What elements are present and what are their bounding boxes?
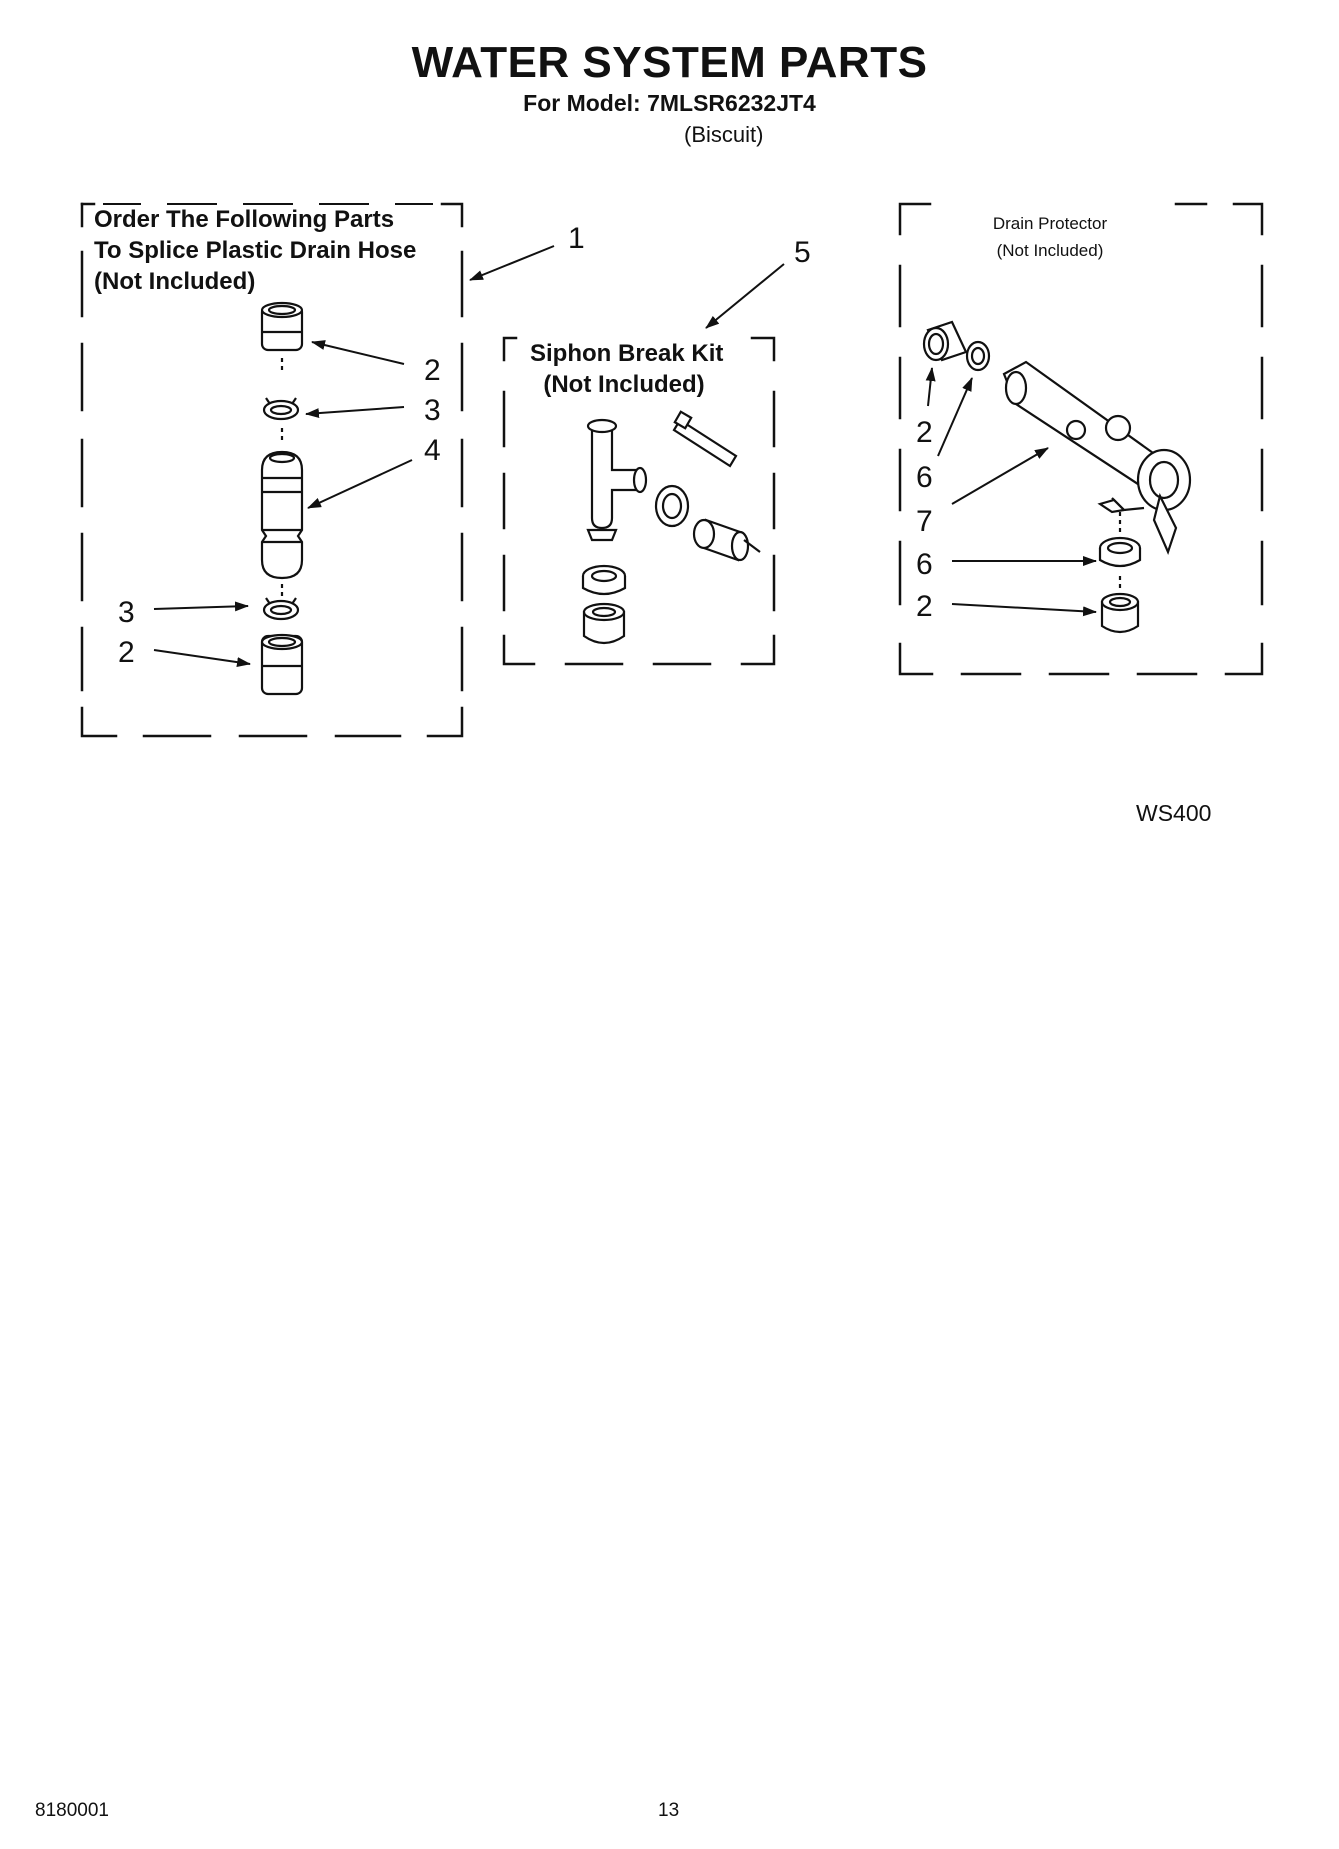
leader-arrows	[153, 245, 1097, 668]
siphon-adapter	[692, 518, 761, 562]
document-number: 8180001	[35, 1800, 109, 1821]
diagram-code: WS400	[1136, 800, 1212, 826]
siphon-tee	[586, 418, 648, 530]
siphon-kit-frame	[502, 336, 776, 666]
splice-kit-parts	[260, 301, 304, 696]
callout-2-splice-top: 2	[424, 354, 441, 387]
callout-7-dp: 7	[916, 505, 933, 538]
callout-4-splice: 4	[424, 434, 441, 467]
siphon-kit-parts	[581, 410, 761, 645]
callout-2-splice-bottom: 2	[118, 636, 135, 669]
hose-connector-top	[260, 301, 304, 352]
siphon-bottom-connector	[582, 602, 626, 645]
color-variant: (Biscuit)	[684, 122, 764, 147]
splice-kit-title: Order The Following Parts To Splice Plas…	[94, 206, 417, 295]
siphon-ring	[581, 564, 627, 596]
callout-1: 1	[568, 222, 585, 255]
callout-6-dp-top: 6	[916, 461, 933, 494]
splice-kit-frame	[80, 202, 464, 738]
drain-protector-title: Drain Protector (Not Included)	[960, 210, 1140, 264]
callout-2-dp-bottom: 2	[916, 590, 933, 623]
hose-coupler	[260, 450, 304, 580]
dp-connector-bottom	[1100, 592, 1140, 634]
siphon-kit-title: Siphon Break Kit (Not Included)	[530, 340, 724, 398]
page-title: WATER SYSTEM PARTS	[411, 38, 928, 87]
page-number: 13	[658, 1800, 680, 1821]
drain-protector-frame	[898, 202, 1264, 676]
callout-6-dp-bottom: 6	[916, 548, 933, 581]
callout-5: 5	[794, 236, 811, 269]
drain-protector-body	[1002, 360, 1192, 556]
model-subtitle: For Model: 7MLSR6232JT4	[523, 90, 816, 116]
callout-3-splice-top: 3	[424, 394, 441, 427]
hose-clamp-bottom	[262, 597, 300, 621]
drain-protector-note: (Not Included)	[996, 241, 1104, 260]
hose-clamp-top	[262, 397, 300, 421]
drain-protector-label: Drain Protector	[992, 214, 1108, 233]
dp-clamp-bottom	[1098, 536, 1142, 568]
siphon-clamp	[654, 484, 690, 528]
hose-connector-bottom	[260, 633, 304, 696]
callout-3-splice-bottom: 3	[118, 596, 135, 629]
dp-clamp-top	[965, 340, 991, 372]
dp-connector-top	[922, 320, 968, 362]
drain-protector-parts	[922, 320, 1192, 634]
siphon-cap	[672, 410, 738, 468]
callout-2-dp-top: 2	[916, 416, 933, 449]
